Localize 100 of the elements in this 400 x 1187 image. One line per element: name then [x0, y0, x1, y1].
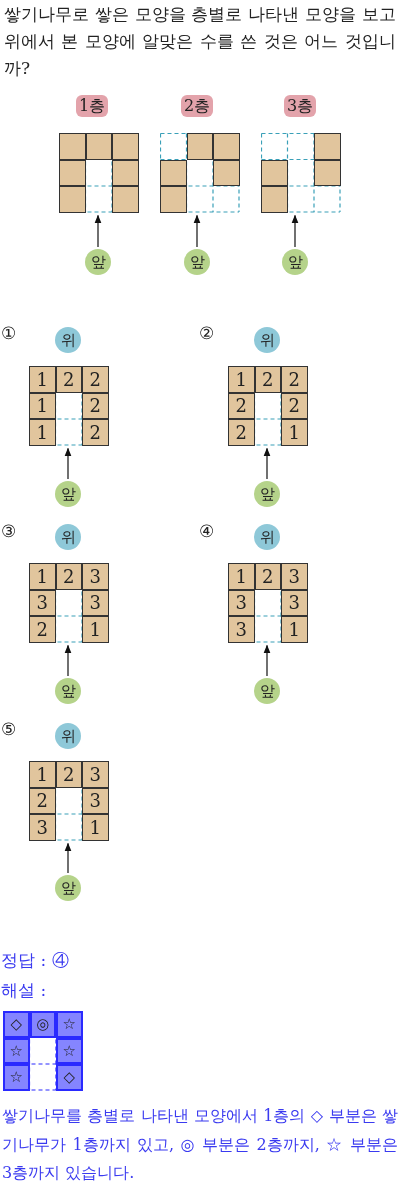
layer-badge: 3층 [284, 95, 316, 117]
number-cell: 3 [82, 563, 109, 590]
symbol-cell: ◇ [3, 1011, 30, 1038]
arrow [64, 644, 72, 677]
number-cell: 1 [29, 366, 56, 393]
number-cell: 2 [254, 366, 281, 393]
number-cell: 2 [281, 392, 308, 419]
block-square [59, 133, 86, 160]
block-square [213, 133, 240, 160]
square-grid [59, 133, 139, 213]
number-cell: 3 [228, 589, 255, 616]
choice-number: ② [199, 322, 214, 344]
number-cell: 3 [82, 761, 109, 788]
front-marker: 앞 [254, 678, 280, 704]
symbol-cell: ☆ [3, 1037, 30, 1064]
number-cell: 3 [228, 616, 255, 643]
explanation-heading: 해설 : [1, 979, 47, 1002]
number-cell: 3 [281, 589, 308, 616]
front-marker: 앞 [55, 678, 81, 704]
block-square [261, 186, 288, 213]
layer-badge: 2층 [181, 95, 213, 117]
question-text: 쌓기나무로 쌓은 모양을 층별로 나타낸 모양을 보고 위에서 본 모양에 알맞은 수를 쓴 것은 어느 것입니까? [4, 3, 396, 80]
square-grid [261, 133, 341, 213]
front-marker: 앞 [184, 249, 210, 275]
front-marker: 앞 [85, 249, 111, 275]
top-marker: 위 [254, 524, 280, 550]
arrow [64, 447, 72, 480]
explanation-text: 쌓기나무를 층별로 나타낸 모양에서 1층의 ◇ 부분은 쌓기나무가 1층까지 있고, ◎ 부분은 2층까지, ☆ 부분은 3층까지 있습니다. [2, 1105, 398, 1184]
block-square [213, 159, 240, 186]
choice-number: ⑤ [1, 718, 16, 740]
number-cell: 2 [55, 761, 82, 788]
number-cell: 1 [281, 616, 308, 643]
block-square [112, 133, 139, 160]
square-grid [228, 366, 308, 446]
square-grid [228, 563, 308, 643]
number-cell: 1 [29, 419, 56, 446]
square-grid [29, 563, 109, 643]
number-cell: 1 [228, 563, 255, 590]
number-cell: 3 [29, 814, 56, 841]
number-cell: 2 [29, 616, 56, 643]
front-marker: 앞 [282, 249, 308, 275]
arrow [64, 842, 72, 874]
square-grid [3, 1011, 83, 1091]
arrow [263, 447, 271, 480]
top-marker: 위 [55, 327, 81, 353]
symbol-cell: ☆ [56, 1011, 83, 1038]
block-square [59, 159, 86, 186]
top-marker: 위 [254, 327, 280, 353]
arrow [291, 214, 299, 248]
number-cell: 1 [82, 616, 109, 643]
block-square [186, 133, 213, 160]
number-cell: 2 [228, 392, 255, 419]
number-cell: 1 [281, 419, 308, 446]
number-cell: 3 [281, 563, 308, 590]
number-cell: 2 [82, 419, 109, 446]
symbol-cell: ◎ [29, 1011, 56, 1038]
square-grid [29, 761, 109, 841]
block-square [85, 133, 112, 160]
block-square [314, 133, 341, 160]
front-marker: 앞 [55, 875, 81, 901]
layer-badge: 1층 [76, 95, 108, 117]
square-grid [29, 366, 109, 446]
arrow [263, 644, 271, 677]
arrow [94, 214, 102, 248]
arrow [193, 214, 201, 248]
number-cell: 1 [29, 392, 56, 419]
block-square [112, 159, 139, 186]
block-square [59, 186, 86, 213]
symbol-cell: ☆ [56, 1037, 83, 1064]
number-cell: 3 [82, 787, 109, 814]
top-marker: 위 [55, 524, 81, 550]
number-cell: 3 [29, 589, 56, 616]
number-cell: 1 [228, 366, 255, 393]
choice-number: ① [1, 322, 16, 344]
block-square [314, 159, 341, 186]
number-cell: 2 [29, 787, 56, 814]
choice-number: ③ [1, 520, 16, 542]
number-cell: 2 [55, 563, 82, 590]
number-cell: 1 [29, 761, 56, 788]
number-cell: 2 [228, 419, 255, 446]
square-grid [160, 133, 240, 213]
number-cell: 2 [281, 366, 308, 393]
number-cell: 1 [29, 563, 56, 590]
front-marker: 앞 [254, 481, 280, 507]
number-cell: 2 [55, 366, 82, 393]
choice-number: ④ [199, 520, 214, 542]
answer-text: 정답 : ④ [1, 949, 69, 972]
number-cell: 2 [254, 563, 281, 590]
block-square [160, 159, 187, 186]
front-marker: 앞 [55, 481, 81, 507]
number-cell: 2 [82, 392, 109, 419]
symbol-cell: ◇ [56, 1064, 83, 1091]
number-cell: 1 [82, 814, 109, 841]
number-cell: 2 [82, 366, 109, 393]
block-square [160, 186, 187, 213]
block-square [112, 186, 139, 213]
top-marker: 위 [55, 723, 81, 749]
number-cell: 3 [82, 589, 109, 616]
symbol-cell: ☆ [3, 1064, 30, 1091]
block-square [261, 159, 288, 186]
